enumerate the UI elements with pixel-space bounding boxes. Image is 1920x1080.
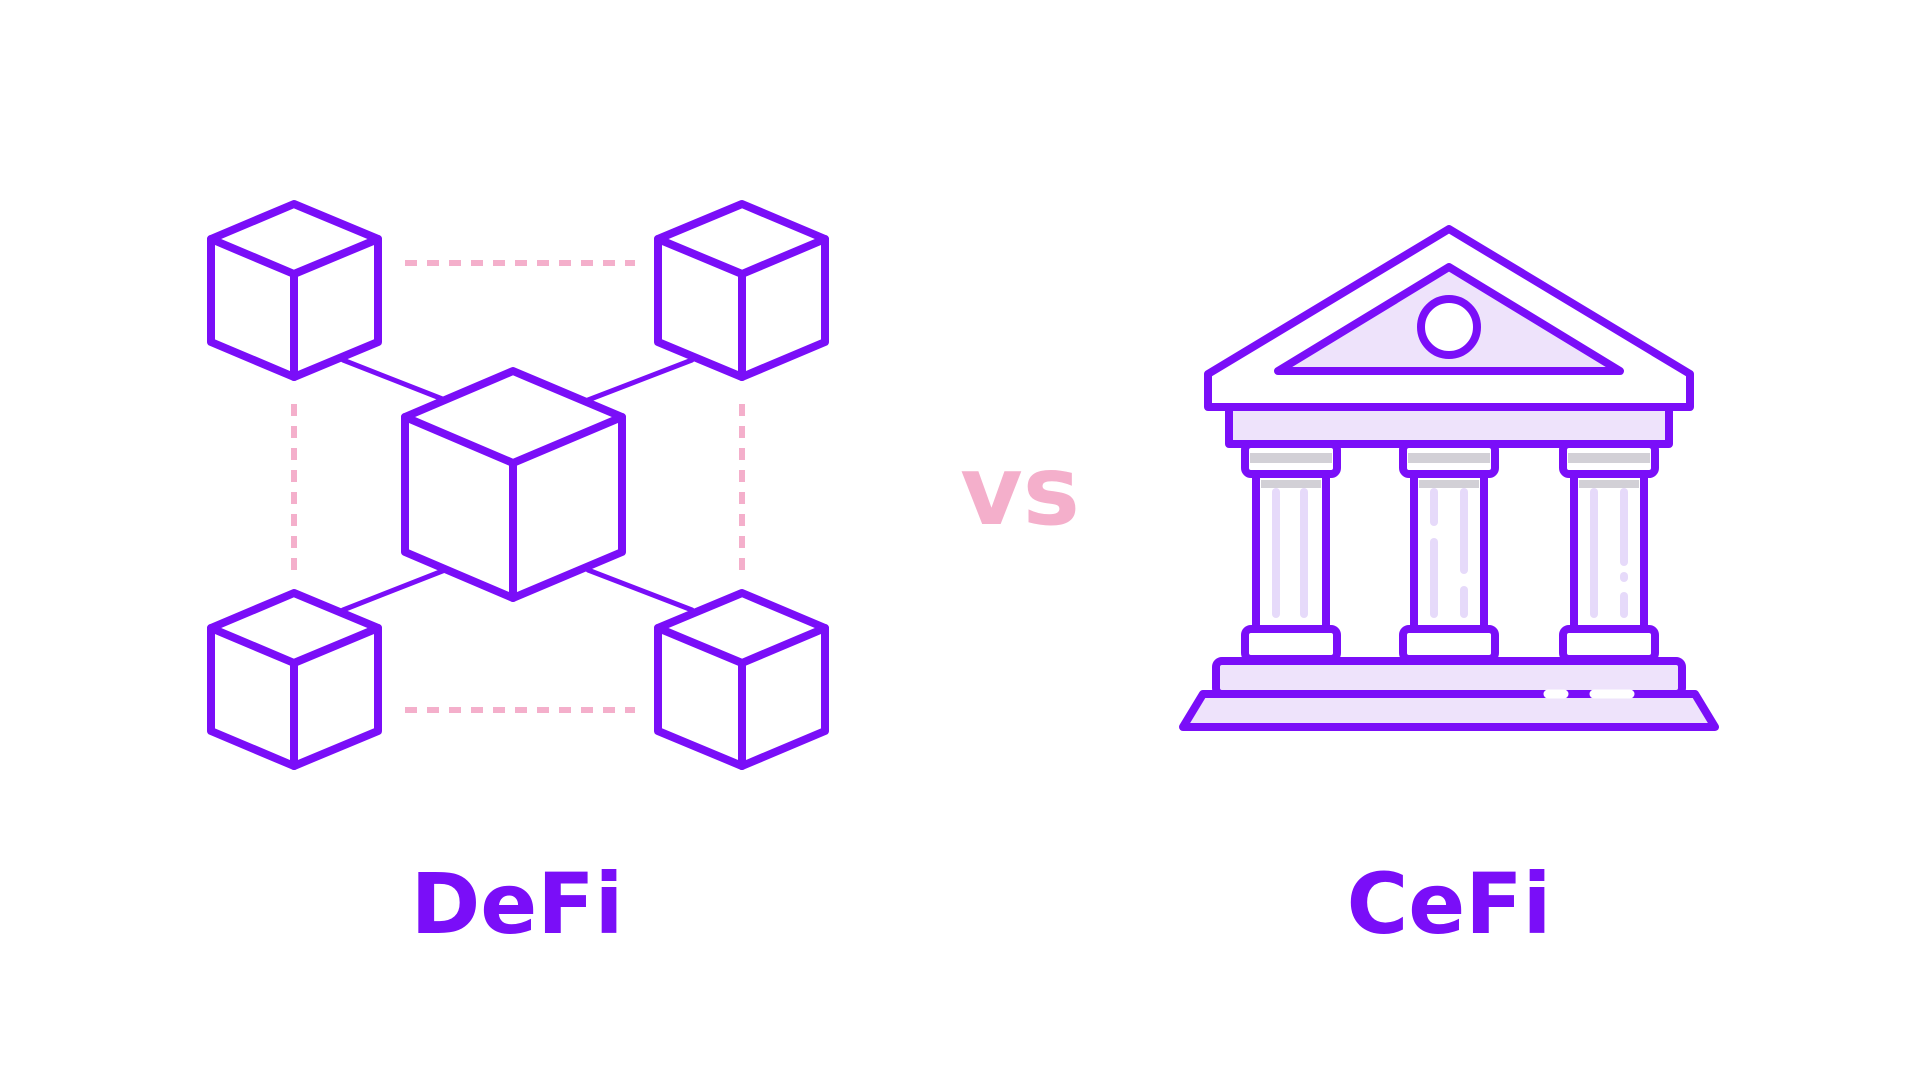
vs-label: vs <box>960 435 1080 547</box>
bank-columns <box>1241 440 1659 663</box>
column <box>1559 440 1659 663</box>
cube-icon <box>654 200 829 381</box>
cube-icon <box>654 589 829 770</box>
cefi-label: CeFi <box>1347 855 1552 953</box>
cube-icon <box>207 200 382 381</box>
blockchain-network-icon <box>207 200 829 770</box>
bank-base-step <box>1212 657 1686 698</box>
dashed-connectors <box>291 260 745 713</box>
cube-icon <box>207 589 382 770</box>
bank-entablature <box>1225 403 1673 448</box>
bank-round-window <box>1417 295 1481 359</box>
bank-foundation <box>1179 690 1719 731</box>
defi-label: DeFi <box>411 855 624 953</box>
column <box>1399 440 1499 663</box>
solid-connectors <box>340 357 695 613</box>
center-cube-icon <box>401 367 626 602</box>
bank-building-icon <box>1179 225 1719 731</box>
column <box>1241 440 1341 663</box>
